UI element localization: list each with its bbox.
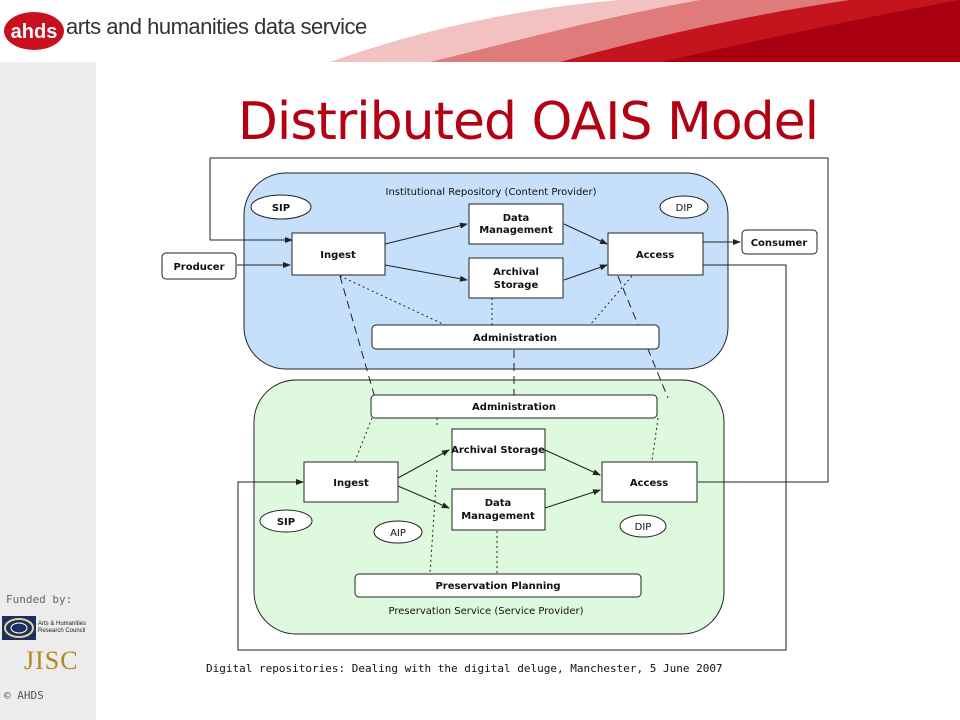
svg-text:Management: Management	[479, 225, 553, 236]
ps-access-box: Access	[601, 461, 698, 503]
svg-text:Access: Access	[630, 478, 668, 489]
ir-sip-ellipse: SIP	[250, 194, 312, 220]
svg-text:Ingest: Ingest	[320, 250, 356, 261]
ps-administration-box: Administration	[370, 394, 658, 419]
svg-text:Management: Management	[461, 511, 535, 522]
header-banner: ahds	[4, 0, 960, 62]
svg-text:Consumer: Consumer	[751, 238, 808, 249]
svg-text:Archival: Archival	[493, 267, 539, 278]
ir-access-box: Access	[607, 232, 704, 276]
svg-text:Data: Data	[485, 498, 512, 509]
svg-text:DIP: DIP	[635, 522, 652, 533]
ir-data-management-box: Data Management	[468, 203, 564, 245]
ir-administration-box: Administration	[371, 324, 660, 350]
ps-title: Preservation Service (Service Provider)	[389, 606, 584, 617]
svg-text:AIP: AIP	[390, 528, 406, 539]
svg-text:Administration: Administration	[473, 333, 557, 344]
svg-text:Access: Access	[636, 250, 674, 261]
jisc-logo: JISC	[24, 646, 79, 675]
copyright: © AHDS	[4, 689, 44, 702]
ps-dip-ellipse: DIP	[619, 514, 667, 538]
ps-archival-storage-box: Archival Storage	[451, 428, 546, 471]
producer-box: Producer	[161, 252, 237, 280]
svg-text:Administration: Administration	[472, 402, 556, 413]
svg-text:Ingest: Ingest	[333, 478, 369, 489]
consumer-box: Consumer	[741, 229, 818, 255]
ahrc-logo-icon	[2, 616, 36, 640]
ps-ingest-box: Ingest	[303, 461, 399, 503]
page-title: Distributed OAIS Model	[237, 92, 819, 152]
ir-to-ps-line	[237, 264, 787, 651]
svg-text:DIP: DIP	[676, 203, 693, 214]
svg-text:Archival Storage: Archival Storage	[451, 445, 545, 456]
ps-sip-ellipse: SIP	[259, 509, 313, 533]
logo-text: arts and humanities data service	[66, 14, 367, 39]
ir-ingest-box: Ingest	[291, 232, 386, 276]
ir-feedback-line	[209, 158, 293, 243]
left-sidebar	[0, 62, 96, 720]
ps-aip-ellipse: AIP	[373, 520, 423, 544]
svg-text:SIP: SIP	[272, 203, 290, 214]
logo-mark: ahds	[11, 21, 58, 43]
ir-archival-storage-box: Archival Storage	[468, 257, 564, 299]
ir-title: Institutional Repository (Content Provid…	[386, 187, 597, 198]
ahrc-logo-text: Arts & Humanities Research Council	[38, 621, 87, 634]
svg-text:SIP: SIP	[277, 517, 295, 528]
svg-text:Storage: Storage	[494, 280, 539, 291]
ps-data-management-box: Data Management	[451, 488, 546, 531]
svg-text:Data: Data	[503, 213, 530, 224]
ir-dip-ellipse: DIP	[659, 195, 709, 219]
svg-text:Preservation Planning: Preservation Planning	[435, 581, 560, 592]
ps-preservation-planning-box: Preservation Planning	[354, 573, 642, 598]
outer-loop-line	[210, 157, 829, 483]
funded-by-label: Funded by:	[6, 593, 73, 606]
svg-text:Producer: Producer	[173, 262, 224, 273]
footer-text: Digital repositories: Dealing with the d…	[206, 662, 723, 675]
